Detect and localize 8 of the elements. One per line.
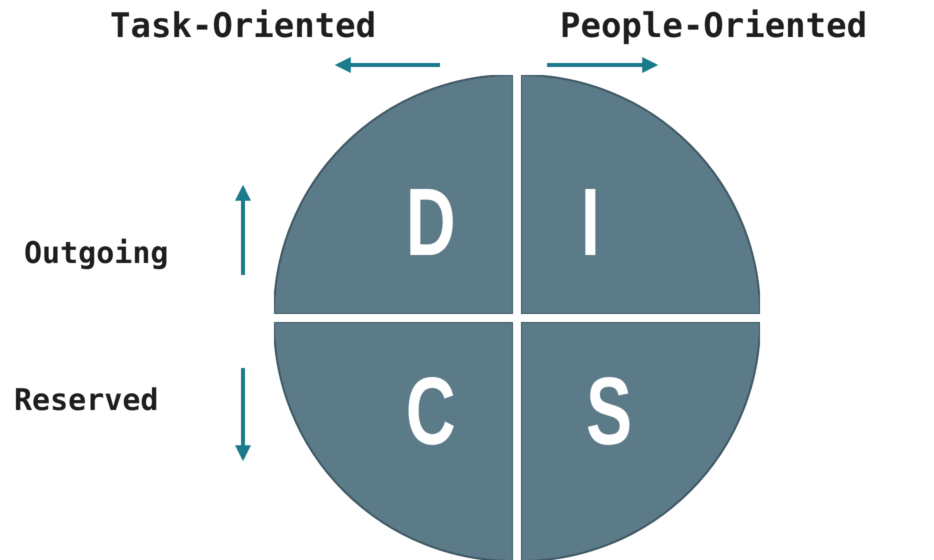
quadrant-letter: I [580,175,600,271]
axis-label: People-Oriented [560,6,868,46]
quadrant-letter: C [406,364,456,460]
axis-label: Task-Oriented [110,6,376,46]
quadrant-letter: D [406,175,456,271]
quadrant-letter: S [586,364,632,460]
axis-label: Reserved [14,383,158,418]
axis-label: Outgoing [24,236,168,271]
